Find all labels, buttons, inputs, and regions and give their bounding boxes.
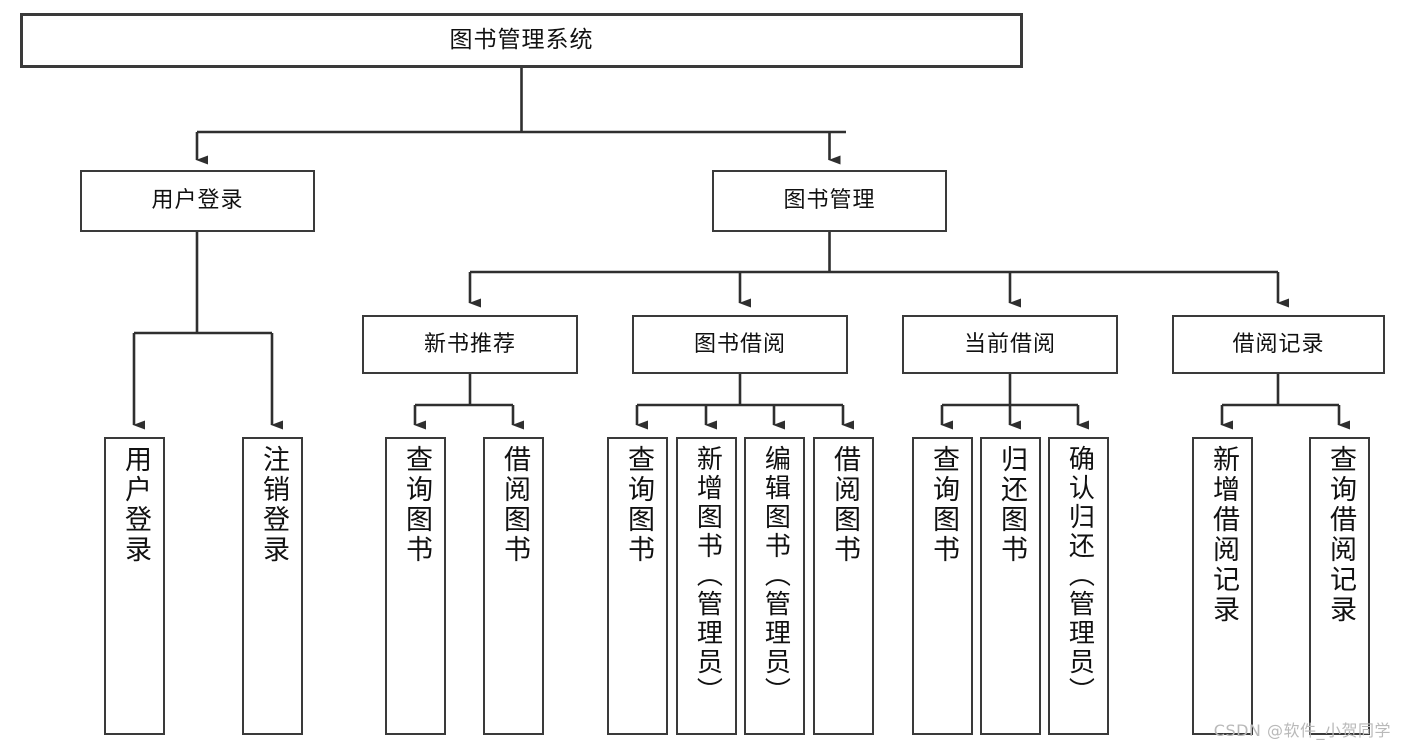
node-leaf-edit-book[interactable]: 编辑图书（管理员） bbox=[744, 437, 805, 735]
node-book-management[interactable]: 图书管理 bbox=[712, 170, 947, 232]
node-user-login-label: 用户登录 bbox=[151, 188, 244, 213]
node-root-system[interactable]: 图书管理系统 bbox=[20, 13, 1023, 68]
leaf-query-book-3-label: 查询图书 bbox=[927, 445, 959, 565]
leaf-logout-login-label: 注销登录 bbox=[257, 445, 289, 565]
leaf-add-book-label: 新增图书（管理员） bbox=[692, 445, 723, 706]
node-user-login[interactable]: 用户登录 bbox=[80, 170, 315, 232]
node-leaf-add-book[interactable]: 新增图书（管理员） bbox=[676, 437, 737, 735]
node-leaf-borrow-book-1[interactable]: 借阅图书 bbox=[483, 437, 544, 735]
node-leaf-logout-login[interactable]: 注销登录 bbox=[242, 437, 303, 735]
leaf-add-record-label: 新增借阅记录 bbox=[1207, 445, 1239, 625]
node-leaf-add-record[interactable]: 新增借阅记录 bbox=[1192, 437, 1253, 735]
node-book-borrow-label: 图书借阅 bbox=[693, 331, 786, 357]
leaf-return-book-label: 归还图书 bbox=[995, 445, 1027, 565]
leaf-query-book-2-label: 查询图书 bbox=[622, 445, 654, 565]
node-new-book-recommend[interactable]: 新书推荐 bbox=[362, 315, 578, 374]
leaf-query-book-1-label: 查询图书 bbox=[400, 445, 432, 565]
leaf-borrow-book-2-label: 借阅图书 bbox=[828, 445, 860, 565]
node-leaf-borrow-book-2[interactable]: 借阅图书 bbox=[813, 437, 874, 735]
leaf-edit-book-label: 编辑图书（管理员） bbox=[760, 445, 791, 706]
node-leaf-return-book[interactable]: 归还图书 bbox=[980, 437, 1041, 735]
node-current-borrow-label: 当前借阅 bbox=[963, 331, 1056, 357]
node-leaf-query-book-3[interactable]: 查询图书 bbox=[912, 437, 973, 735]
node-borrow-record[interactable]: 借阅记录 bbox=[1172, 315, 1385, 374]
node-leaf-query-book-2[interactable]: 查询图书 bbox=[607, 437, 668, 735]
node-book-management-label: 图书管理 bbox=[783, 188, 876, 213]
node-current-borrow[interactable]: 当前借阅 bbox=[902, 315, 1118, 374]
node-leaf-query-record[interactable]: 查询借阅记录 bbox=[1309, 437, 1370, 735]
node-leaf-query-book-1[interactable]: 查询图书 bbox=[385, 437, 446, 735]
node-root-label: 图书管理系统 bbox=[449, 27, 594, 53]
node-new-book-recommend-label: 新书推荐 bbox=[423, 331, 516, 357]
node-leaf-confirm-return[interactable]: 确认归还（管理员） bbox=[1048, 437, 1109, 735]
csdn-watermark: CSDN @软件_小贺同学 bbox=[1213, 721, 1391, 740]
leaf-confirm-return-label: 确认归还（管理员） bbox=[1064, 445, 1095, 706]
leaf-query-record-label: 查询借阅记录 bbox=[1324, 445, 1356, 625]
node-leaf-user-login[interactable]: 用户登录 bbox=[104, 437, 165, 735]
node-borrow-record-label: 借阅记录 bbox=[1232, 331, 1325, 357]
node-book-borrow[interactable]: 图书借阅 bbox=[632, 315, 848, 374]
leaf-user-login-label: 用户登录 bbox=[119, 445, 151, 565]
leaf-borrow-book-1-label: 借阅图书 bbox=[498, 445, 530, 565]
